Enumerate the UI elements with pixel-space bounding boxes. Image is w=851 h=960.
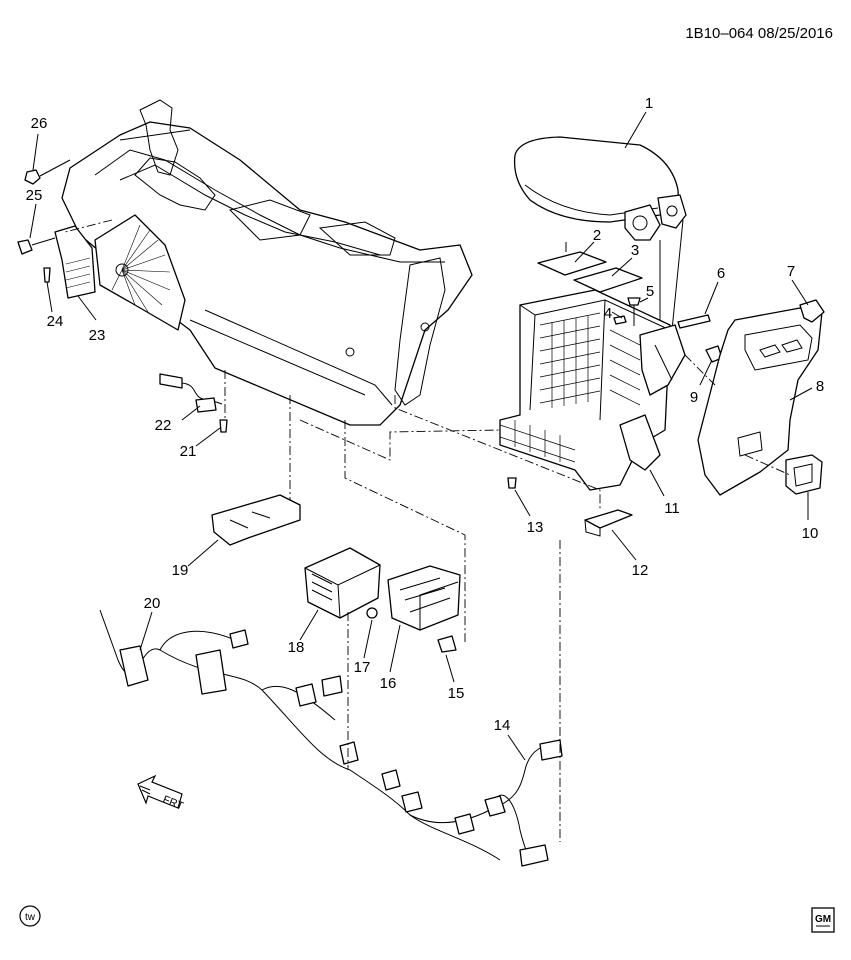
screw-13 (507, 477, 517, 489)
callout-7: 7 (787, 263, 795, 280)
callout-2: 2 (593, 227, 601, 244)
callout-25: 25 (26, 187, 43, 204)
bracket-12 (584, 509, 633, 529)
callout-14: 14 (494, 717, 511, 734)
screw-24 (43, 267, 51, 283)
alignment-lines (64, 219, 791, 842)
fastener-17 (366, 607, 378, 619)
callout-22: 22 (155, 417, 172, 434)
console-body (61, 99, 473, 426)
armrest-lid (513, 136, 687, 241)
callout-23: 23 (89, 327, 106, 344)
callout-12: 12 (632, 562, 649, 579)
wiring-harness (99, 609, 563, 867)
bracket-23 (54, 225, 96, 299)
screw-5 (627, 297, 641, 326)
tw-circle-badge-icon: tw (19, 905, 41, 927)
logo-label: GM (815, 914, 831, 925)
module-bracket-16 (387, 565, 461, 631)
callout-6: 6 (717, 265, 725, 282)
callout-leaders (29, 111, 813, 761)
power-outlet-10 (785, 454, 823, 495)
bracket-19 (211, 494, 301, 546)
callout-10: 10 (802, 525, 819, 542)
switch-7 (799, 299, 825, 323)
callout-5: 5 (646, 283, 654, 300)
control-module-18 (304, 547, 381, 619)
callout-17: 17 (354, 659, 371, 676)
callout-13: 13 (527, 519, 544, 536)
callout-21: 21 (180, 443, 197, 460)
badge-label: tw (25, 912, 36, 923)
pin-6 (677, 314, 711, 329)
gm-logo-icon: GM (811, 907, 835, 933)
callout-4: 4 (604, 305, 612, 322)
callout-8: 8 (816, 378, 824, 395)
callout-9: 9 (690, 389, 698, 406)
callout-labels: 1 2 3 4 5 6 7 8 9 10 11 12 13 14 15 16 1… (26, 95, 825, 734)
front-direction-arrow-icon: FRT (137, 774, 185, 813)
sensor-22 (159, 373, 223, 413)
callout-11: 11 (664, 500, 680, 517)
callout-24: 24 (47, 313, 64, 330)
callout-20: 20 (144, 595, 161, 612)
callout-19: 19 (172, 562, 189, 579)
callout-18: 18 (288, 639, 305, 656)
callout-1: 1 (645, 95, 653, 112)
callout-3: 3 (631, 242, 639, 259)
callout-16: 16 (380, 675, 397, 692)
clip-25 (17, 239, 33, 255)
clip-15 (437, 635, 457, 653)
diagram-reference: 1B10–064 08/25/2016 (685, 25, 833, 42)
callout-15: 15 (448, 685, 465, 702)
pad-2 (537, 251, 607, 276)
storage-bin-grid (499, 289, 686, 491)
callout-26: 26 (31, 115, 48, 132)
rear-trim-panel (697, 307, 823, 496)
pad-3 (573, 267, 643, 293)
screw-21 (219, 419, 228, 433)
nut-26 (24, 169, 41, 185)
